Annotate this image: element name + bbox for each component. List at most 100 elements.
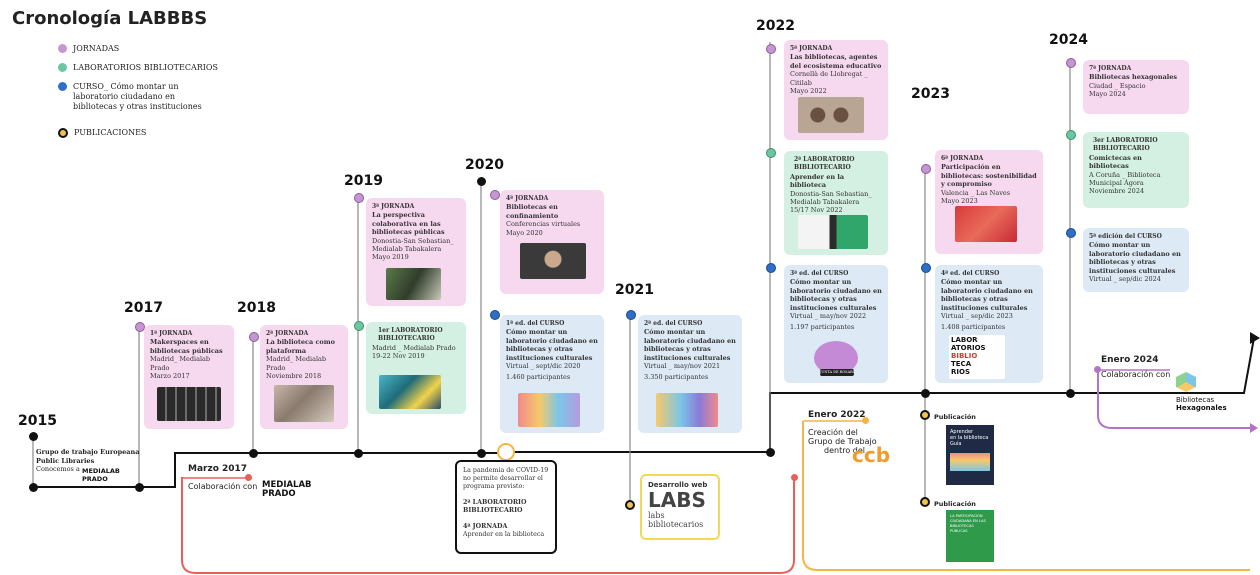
milestone-dot (1066, 389, 1075, 398)
branch-text: dentro del (824, 446, 865, 455)
curso-dot (1066, 228, 1076, 238)
covid-line: BIBLIOTECARIO (463, 507, 523, 514)
card-participants: 3.350 participantes (644, 373, 709, 382)
cover-text: BIBLIOTECAS PÚBLICAS (950, 524, 974, 533)
jornada-dot (354, 193, 364, 203)
legend-item-curso: CURSO_ Cómo montar un laboratorio ciudad… (58, 82, 218, 112)
card-date: 19-22 Nov 2019 (372, 352, 425, 361)
medialab-logo: MEDIALAB PRADO (262, 481, 312, 499)
card-curso-4: 4ª ed. del CURSO Cómo montar un laborato… (935, 265, 1043, 383)
card-heading: 2ª ed. del CURSO (644, 320, 703, 327)
web-development-box: Desarrollo web LABS labs bibliotecarios (640, 474, 720, 540)
branch-2022: Enero 2022 Creación del Grupo de Trabajo… (808, 410, 877, 455)
card-participants: 1.197 participantes (790, 323, 855, 332)
curso-dot (921, 263, 931, 273)
year-label: 2020 (465, 157, 504, 173)
covid-line: 4ª JORNADA (463, 523, 508, 530)
card-curso-3: 3ª ed. del CURSO Cómo montar un laborato… (784, 265, 888, 383)
logo-text: MEDIALAB (82, 467, 120, 475)
card-heading: 7ª JORNADA (1089, 65, 1132, 72)
logo-text: ATORIOS (951, 344, 986, 352)
milestone-dot (29, 432, 38, 441)
legend-dot-icon (58, 128, 68, 138)
logo-text: Hexagonales (1176, 404, 1227, 412)
card-heading: 1ª ed. del CURSO (506, 320, 565, 327)
legend-item-jornadas: JORNADAS (58, 44, 119, 54)
year-label: 2022 (756, 18, 795, 34)
card-heading: 6ª JORNADA (941, 155, 984, 162)
card-place: Virtual _ sept/dic 2020 (506, 362, 581, 371)
legend-label: LABORATORIOS BIBLIOTECARIOS (73, 63, 218, 72)
jornada-dot (490, 190, 500, 200)
legend-item-laboratorios: LABORATORIOS BIBLIOTECARIOS (58, 63, 218, 73)
start-line: Conocemos a (36, 465, 80, 473)
year-label: 2024 (1049, 32, 1088, 48)
card-place: Ciudad _ Espacio (1089, 81, 1146, 90)
jornada-dot (921, 164, 931, 174)
card-place: Madrid _ Medialab Prado (372, 343, 456, 352)
branch-date: Enero 2024 (1101, 355, 1159, 365)
event-photo (274, 385, 334, 422)
branch-dot (1094, 366, 1101, 373)
card-title: La perspectiva colaborativa en las bibli… (372, 211, 445, 237)
card-heading: 3ª JORNADA (372, 203, 415, 210)
page-title: Cronología LABBBS (12, 8, 208, 29)
start-line: Grupo de trabajo Europeana (36, 448, 140, 456)
event-poster (798, 215, 868, 249)
card-jornada-6: 6ª JORNADA Participación en bibliotecas:… (935, 150, 1043, 254)
card-jornada-7: 7ª JORNADA Bibliotecas hexagonales Ciuda… (1083, 60, 1189, 114)
logo-text: Bibliotecas (1176, 396, 1215, 404)
branch-text: Grupo de Trabajo (808, 437, 877, 446)
logo-text: RIOS (951, 368, 970, 376)
event-photo (798, 97, 864, 133)
card-participants: 1.460 participantes (506, 373, 571, 382)
card-jornada-3: 3ª JORNADA La perspectiva colaborativa e… (366, 198, 466, 306)
branch-2017: Marzo 2017 Colaboración con (188, 464, 257, 491)
card-jornada-4: 4ª JORNADA Bibliotecas en confinamiento … (500, 190, 604, 294)
branch-2024: Enero 2024 Colaboración con (1101, 355, 1170, 379)
milestone-dot (921, 389, 930, 398)
card-date: 15/17 Nov 2022 (790, 206, 843, 215)
legend-dot-icon (58, 82, 67, 91)
legend-label: PUBLICACIONES (74, 128, 147, 137)
card-heading: 4ª ed. del CURSO (941, 270, 1000, 277)
video-call-photo (520, 243, 586, 279)
card-heading: 2ª LABORATORIO BIBLIOTECARIO (794, 156, 855, 172)
card-date: Mayo 2023 (941, 197, 978, 206)
card-title: Cómo montar un laboratorio ciudadano en … (1089, 241, 1181, 275)
start-note: Grupo de trabajo Europeana Public Librar… (36, 448, 146, 474)
logo-text: BIBLIO (951, 352, 978, 360)
covid-line: no permite desarrollar el (463, 475, 543, 482)
sticker-label: JUNTA DE ROSARIO (820, 369, 854, 376)
laboratorio-dot (354, 321, 364, 331)
medialab-logo: MEDIALAB PRADO (82, 467, 120, 483)
jornada-dot (766, 44, 776, 54)
year-label: 2019 (344, 173, 383, 189)
covid-line: programa previsto: (463, 483, 525, 490)
card-title: Bibliotecas en confinamiento (506, 203, 559, 220)
legend-dot-icon (58, 63, 67, 72)
event-photo (157, 387, 221, 421)
covid-line: Aprender en la biblioteca (463, 531, 545, 538)
publication-label: Publicación (934, 413, 976, 421)
card-jornada-5: 5ª JORNADA Las bibliotecas, agentes del … (784, 40, 888, 140)
card-laboratorio-1: 1er LABORATORIO BIBLIOTECARIO Madrid _ M… (366, 322, 466, 414)
course-illustration (518, 393, 580, 427)
labs-logo-sub: bibliotecarios (648, 520, 704, 530)
branch-dot (245, 474, 252, 481)
labs-logo-text: LABS (648, 488, 706, 513)
card-jornada-2: 2ª JORNADA La biblioteca como plataforma… (260, 325, 348, 429)
logo-text: PRADO (262, 489, 296, 499)
card-title: Comictecas en bibliotecas (1089, 153, 1142, 171)
legend-label: JORNADAS (73, 44, 120, 53)
card-place: Virtual _ may/nov 2022 (790, 312, 867, 321)
cover-text: CIUDADANA EN LAS (950, 519, 986, 523)
card-curso-2: 2ª ed. del CURSO Cómo montar un laborato… (638, 315, 742, 433)
milestone-dot (249, 449, 258, 458)
card-curso-5: 5ª edición del CURSO Cómo montar un labo… (1083, 228, 1189, 292)
card-title: Participación en bibliotecas: sostenibil… (941, 163, 1037, 189)
card-jornada-1: 1ª JORNADA Makerspaces en bibliotecas pú… (144, 325, 234, 429)
card-heading: 3ª ed. del CURSO (790, 270, 849, 277)
timeline-arrow (1250, 332, 1260, 344)
labs-logo: LABOR ATORIOS BIBLIO TECA RIOS (949, 335, 1005, 379)
